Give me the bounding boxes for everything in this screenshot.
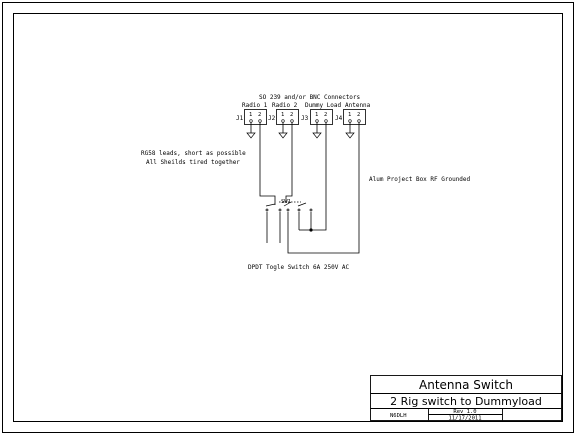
connector-body: [310, 109, 333, 125]
connector-j3: Dummy Load J3 1 2: [301, 102, 342, 125]
connector-name: Radio 1: [242, 102, 268, 109]
pin-2: [324, 119, 328, 123]
connector-body: [343, 109, 366, 125]
title-block-author: N6DLH: [390, 413, 407, 419]
pin-label: 2: [258, 112, 261, 118]
connector-ref: J2: [268, 115, 276, 122]
connector-name: Radio 2: [272, 102, 298, 109]
title-block-subtitle: 2 Rig switch to Dummyload: [390, 395, 542, 408]
junction-dot: [309, 228, 313, 232]
pin-label: 1: [281, 112, 284, 118]
connector-name: Dummy Load: [305, 102, 342, 109]
connector-ref: J1: [236, 115, 244, 122]
connector-ref: J3: [301, 115, 309, 122]
pin-1: [281, 119, 285, 123]
ground-icon: [246, 132, 355, 139]
title-block-rev: Rev 1.0: [453, 409, 476, 415]
note-switch: DPDT Togle Switch 6A 250V AC: [248, 264, 350, 271]
connector-j2: Radio 2 J2 1 2: [268, 102, 299, 125]
pin-label: 1: [249, 112, 252, 118]
connector-j4: Antenna J4 1 2: [335, 102, 371, 125]
title-block-title: Antenna Switch: [419, 378, 513, 392]
connector-body: [276, 109, 299, 125]
pin-label: 2: [357, 112, 360, 118]
pin-label: 1: [315, 112, 318, 118]
pin-label: 2: [324, 112, 327, 118]
switch-sw1: [265, 201, 313, 212]
pin-label: 2: [290, 112, 293, 118]
note-rg58-line1: RG58 leads, short as possible: [141, 150, 246, 157]
title-block-date: 11/17/2011: [448, 416, 481, 422]
note-rg58-line2: All Sheilds tired together: [146, 159, 240, 166]
connector-ref: J4: [335, 115, 343, 122]
connector-j1: Radio 1 J1 1 2: [236, 102, 268, 125]
title-block: [370, 375, 562, 421]
inner-border: [13, 13, 563, 422]
connector-name: Antenna: [345, 102, 371, 109]
pin-1: [348, 119, 352, 123]
ground-wires: [250, 122, 351, 133]
pin-2: [290, 119, 294, 123]
note-box: Alum Project Box RF Grounded: [369, 176, 471, 183]
connectors-title: SO 239 and/or BNC Connectors: [259, 94, 361, 101]
pin-label: 1: [348, 112, 351, 118]
signal-wires: [259, 122, 360, 254]
pin-2: [258, 119, 262, 123]
connector-body: [244, 109, 267, 125]
switch-ref: SW1: [281, 199, 291, 205]
pin-1: [249, 119, 253, 123]
pin-1: [315, 119, 319, 123]
pin-2: [357, 119, 361, 123]
